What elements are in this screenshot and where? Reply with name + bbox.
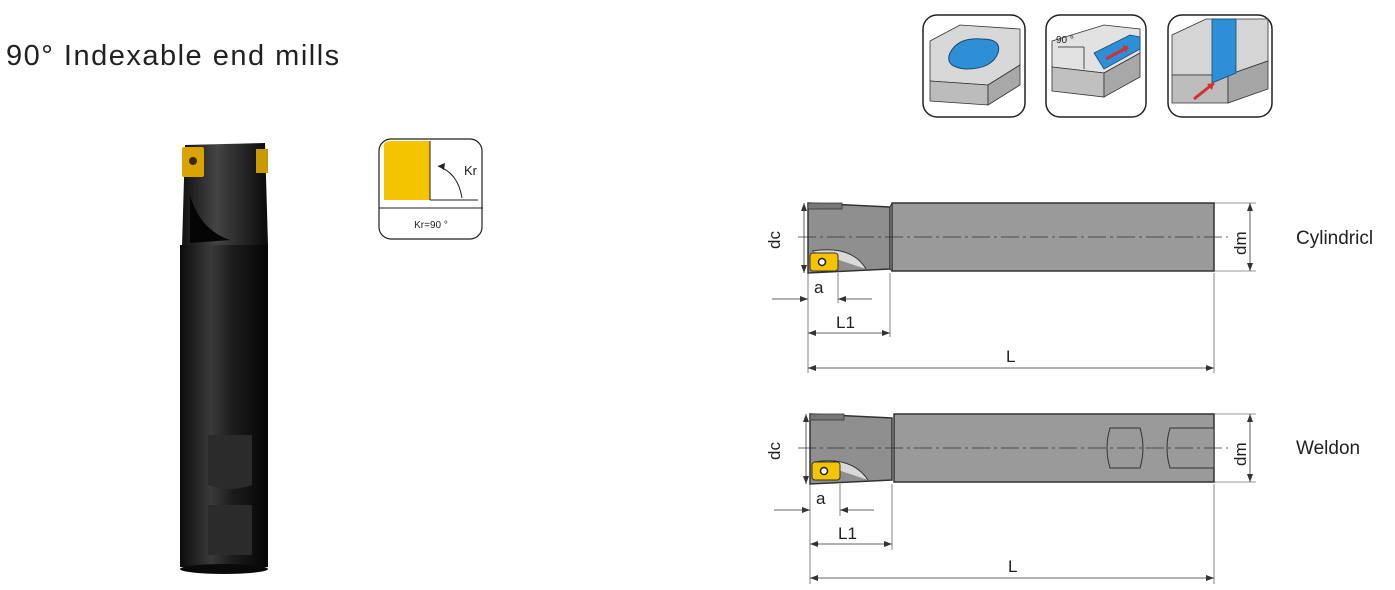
weldon-dc-label: dc: [765, 442, 784, 460]
kr-label: Kr: [464, 163, 478, 178]
cylindrical-label: Cylindricl: [1296, 228, 1374, 249]
end-mill-photo: [180, 143, 268, 574]
cyl-l-label: L: [1006, 347, 1015, 366]
angle-90-label: 90 °: [1056, 35, 1074, 46]
kr-caption: Kr=90 °: [414, 220, 448, 231]
operation-icons: 90 °: [922, 14, 1273, 118]
flute: [190, 195, 230, 243]
weldon-label: Weldon: [1296, 438, 1361, 459]
shank-end: [180, 564, 268, 574]
shoulder-milling-icon: 90 °: [1045, 14, 1147, 118]
weldon-flat-2: [208, 505, 252, 555]
drawing-cylindrical: dc dm a L1 L: [765, 202, 1256, 373]
cyl-a-label: a: [814, 278, 824, 297]
weldon-flat-1: [208, 435, 252, 489]
cyl-l1-label: L1: [836, 313, 855, 332]
weldon-dm-label: dm: [1231, 442, 1250, 466]
insert-right: [256, 149, 268, 173]
pocketing-icon: [922, 14, 1026, 118]
drawing-weldon: dc dm a L1 L: [765, 413, 1256, 584]
kr-angle-icon: Kr Kr=90 °: [378, 138, 483, 240]
weldon-l1-label: L1: [838, 524, 857, 543]
weldon-a-label: a: [816, 489, 826, 508]
cyl-dm-label: dm: [1231, 231, 1250, 255]
cyl-dc-label: dc: [765, 231, 784, 249]
insert-screw: [189, 157, 197, 165]
slotting-icon: [1167, 14, 1273, 118]
page-title: 90° Indexable end mills: [6, 40, 341, 72]
weldon-l-label: L: [1008, 557, 1017, 576]
